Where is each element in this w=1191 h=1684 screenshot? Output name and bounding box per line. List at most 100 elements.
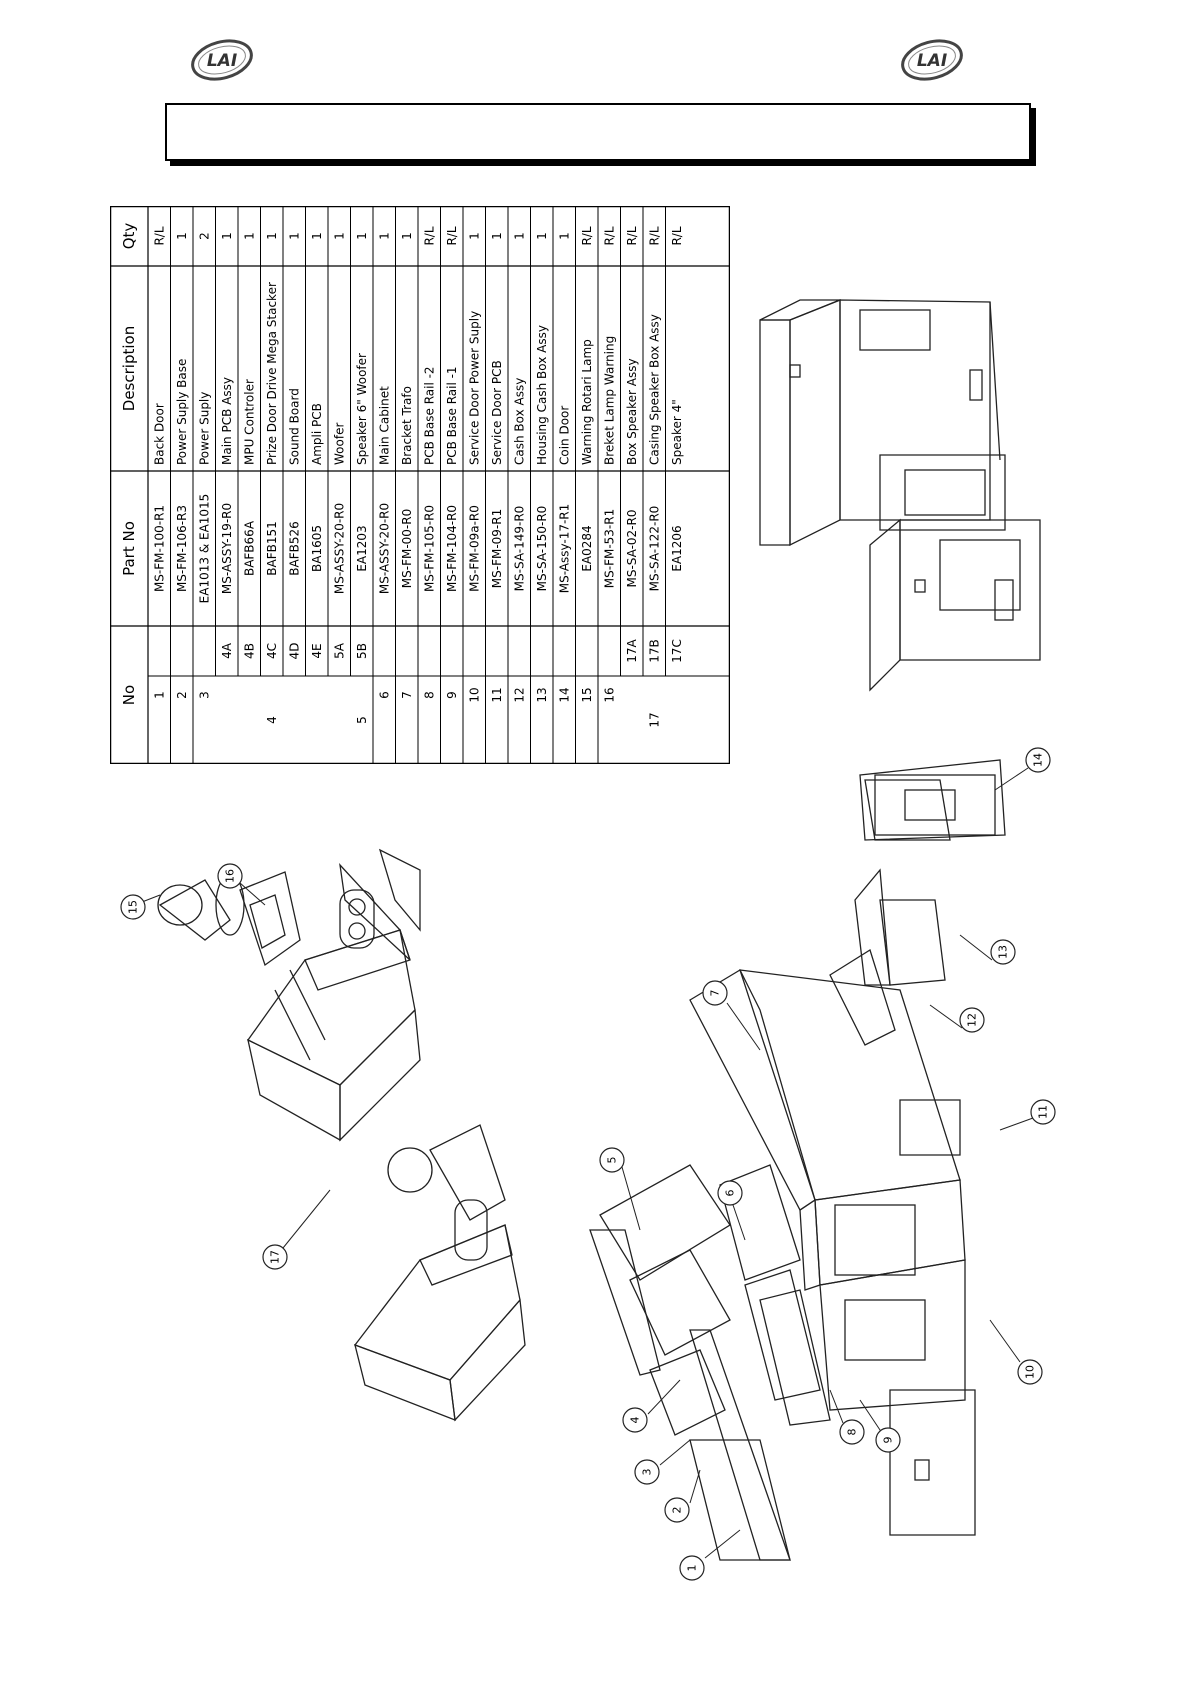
cell-sub-no: 17A	[625, 638, 639, 662]
callout-circle	[664, 1497, 690, 1523]
cell-part-no: BAFB151	[265, 521, 279, 575]
callout-label: 13	[997, 945, 1010, 959]
cell-sub-no: 4D	[287, 643, 301, 660]
cell-part-no: MS-FM-100-R1	[152, 505, 166, 592]
cell-qty: 1	[400, 232, 414, 240]
cell-description: PCB Base Rail -2	[422, 366, 436, 465]
cell-qty: R/L	[580, 226, 594, 245]
cell-part-no: MS-Assy-17-R1	[557, 504, 571, 594]
callout-label: 7	[709, 990, 722, 997]
cell-description: Main PCB Assy	[220, 377, 234, 465]
cell-part-no: MS-FM-53-R1	[602, 509, 616, 588]
cell-description: Speaker 6" Woofer	[355, 353, 369, 465]
callout-label: 6	[724, 1190, 737, 1197]
callout-circle	[1017, 1359, 1043, 1385]
rails-and-brackets	[589, 1164, 831, 1561]
callout-label: 1	[686, 1565, 699, 1572]
cell-description: Sound Board	[287, 388, 301, 465]
cell-qty: 1	[355, 232, 369, 240]
cell-part-no: MS-FM-09-R1	[490, 509, 504, 588]
svg-text:LAI: LAI	[207, 51, 237, 71]
cell-part-no: MS-FM-105-R0	[422, 505, 436, 592]
cell-part-no: BAFB526	[287, 521, 301, 575]
callout-circle	[679, 1555, 705, 1581]
callout-label: 16	[224, 869, 237, 883]
callout-leaders	[141, 767, 1034, 1559]
cell-qty: 1	[332, 232, 346, 240]
cell-description: Cash Box Assy	[512, 378, 526, 465]
cell-qty: 1	[310, 232, 324, 240]
callout-circle	[717, 1180, 743, 1206]
cell-no: 14	[557, 687, 571, 702]
cell-no: 4	[265, 716, 279, 724]
cell-part-no: MS-SA-150-R0	[535, 506, 549, 592]
callout-circle	[599, 1147, 625, 1173]
callout-label: 8	[846, 1429, 859, 1436]
callout-label: 14	[1032, 753, 1045, 767]
callout-label: 4	[629, 1417, 642, 1424]
cell-part-no: MS-SA-149-R0	[512, 506, 526, 592]
cell-sub-no: 4A	[220, 642, 234, 659]
callout-circle	[634, 1459, 660, 1485]
cell-sub-no: 17B	[647, 639, 661, 663]
callout-circle	[262, 1244, 288, 1270]
cell-qty: 1	[535, 232, 549, 240]
cell-part-no: MS-FM-09a-R0	[467, 505, 481, 592]
cell-no: 7	[400, 691, 414, 699]
cell-qty: R/L	[625, 226, 639, 245]
cell-description: Box Speaker Assy	[625, 358, 639, 465]
speaker-box-assembly	[247, 848, 421, 1142]
cell-qty: R/L	[445, 226, 459, 245]
cell-description: MPU Controler	[242, 379, 256, 465]
cell-part-no: EA1206	[670, 525, 684, 571]
callout-circle	[217, 863, 243, 889]
header-part-no: Part No	[120, 521, 138, 576]
cell-qty: R/L	[647, 226, 661, 245]
cell-description: Prize Door Drive Mega Stacker	[265, 282, 279, 465]
callout-label: 5	[606, 1157, 619, 1164]
header-qty: Qty	[120, 223, 138, 250]
cell-qty: R/L	[152, 226, 166, 245]
cell-qty: R/L	[422, 226, 436, 245]
lai-logo-left: LAI	[191, 39, 253, 81]
cell-no: 6	[377, 691, 391, 699]
cell-no: 16	[602, 687, 616, 702]
cell-no: 8	[422, 691, 436, 699]
cell-part-no: BAFB66A	[242, 520, 256, 576]
cell-part-no: EA1203	[355, 525, 369, 571]
callout-label: 9	[882, 1437, 895, 1444]
callout-label: 10	[1024, 1365, 1037, 1379]
callout-label: 17	[269, 1250, 282, 1264]
lai-logo-right: LAI	[901, 39, 963, 81]
cell-qty: 1	[175, 232, 189, 240]
cell-qty: 2	[197, 232, 211, 240]
cell-no: 3	[197, 691, 211, 699]
cell-part-no: MS-FM-106-R3	[175, 505, 189, 592]
cell-qty: 1	[377, 232, 391, 240]
speaker-box-lower	[353, 1124, 526, 1422]
cell-no: 11	[490, 687, 504, 702]
cell-qty: 1	[467, 232, 481, 240]
cell-part-no: MS-ASSY-19-R0	[220, 503, 234, 594]
cell-part-no: MS-SA-122-R0	[647, 506, 661, 592]
cell-sub-no: 4C	[265, 643, 279, 659]
cell-qty: R/L	[602, 226, 616, 245]
cell-qty: 1	[220, 232, 234, 240]
cash-box-components	[829, 759, 1006, 1046]
cell-no: 9	[445, 691, 459, 699]
cell-part-no: MS-FM-00-R0	[400, 509, 414, 588]
cell-part-no: MS-ASSY-20-R0	[377, 503, 391, 594]
svg-text:LAI: LAI	[917, 51, 947, 71]
callout-circle	[959, 1007, 985, 1033]
cell-qty: 1	[242, 232, 256, 240]
cell-part-no: BA1605	[310, 525, 324, 572]
cell-no: 1	[152, 691, 166, 699]
cell-description: Bracket Trafo	[400, 386, 414, 465]
cell-qty: 1	[265, 232, 279, 240]
cell-no: 2	[175, 691, 189, 699]
cell-description: Housing Cash Box Assy	[535, 325, 549, 465]
callout-circle	[1030, 1099, 1056, 1125]
cell-description: Power Suply Base	[175, 359, 189, 465]
